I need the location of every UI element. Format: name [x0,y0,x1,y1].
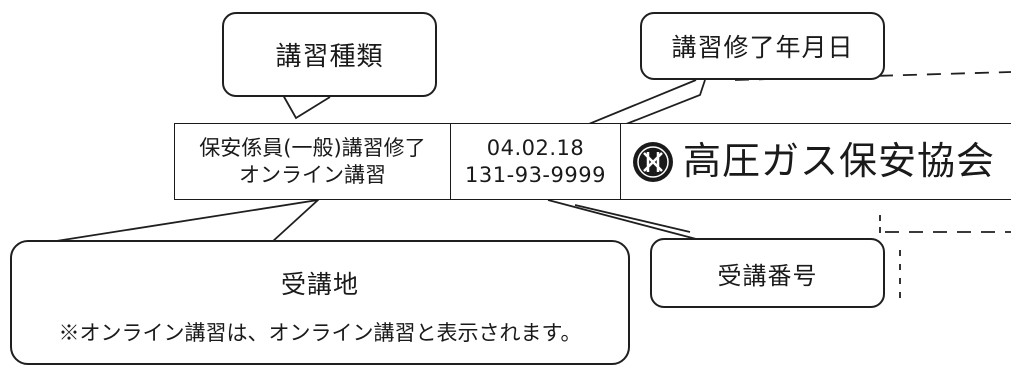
student-number-pointer [547,199,701,241]
student-number-label: 受講番号 [717,261,818,290]
venue-pointer [49,198,321,243]
issuer-cell: 高圧ガス保安協会 [621,124,1011,199]
course-type-pointer [282,94,331,120]
student-number-value: 131-93-9999 [465,162,606,187]
course-name: 保安係員(一般)講習修了 [199,136,426,161]
certificate-strip: 保安係員(一般)講習修了 オンライン講習 04.02.18 131-93-999… [174,123,1011,200]
issuer-name: 高圧ガス保安協会 [683,138,996,183]
student-number-callout: 受講番号 [650,238,885,308]
venue-note: ※オンライン講習は、オンライン講習と表示されます。 [58,320,582,345]
numbers-cell: 04.02.18 131-93-9999 [451,124,621,199]
completion-date-label: 講習修了年月日 [671,33,854,62]
completion-date-callout: 講習修了年月日 [640,12,885,80]
course-mode: オンライン講習 [239,162,386,187]
venue-callout: 受講地 ※オンライン講習は、オンライン講習と表示されます。 [10,240,630,365]
course-cell: 保安係員(一般)講習修了 オンライン講習 [175,124,451,199]
course-type-label: 講習種類 [275,42,384,72]
student-number-pointer-2 [574,204,691,233]
issuer-logo-icon [633,141,673,182]
venue-label: 受講地 [280,269,359,299]
completion-date-value: 04.02.18 [486,136,585,161]
course-type-callout: 講習種類 [222,12,437,97]
